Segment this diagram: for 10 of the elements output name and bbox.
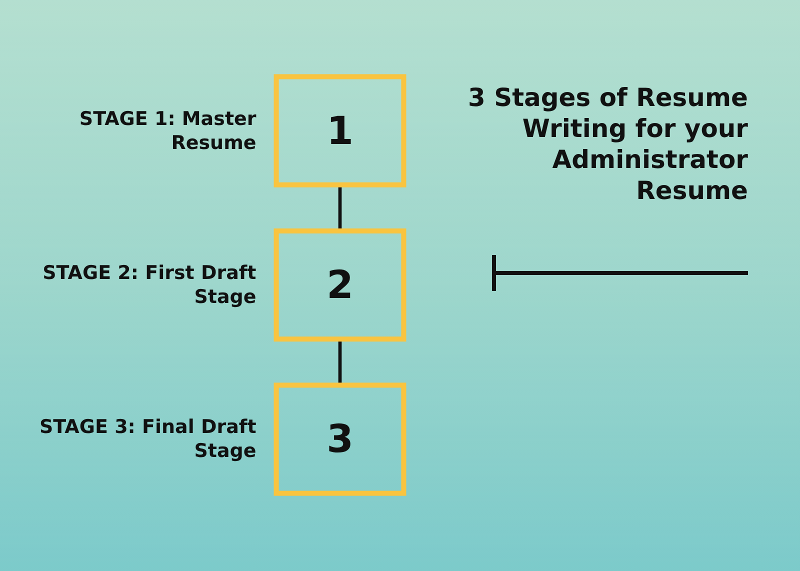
connector [338, 184, 342, 231]
node-box [274, 382, 406, 496]
node-box [274, 74, 406, 188]
title: 3 Stages of Resume Writing for your Administrator Resume [466, 82, 748, 206]
node-box [274, 228, 406, 342]
connector [338, 339, 342, 386]
stage-label: STAGE 1: Master Resume [78, 106, 256, 155]
stage-label: STAGE 3: Final Draft Stage [38, 415, 256, 464]
flowchart: 1 2 3 [260, 70, 420, 500]
stage-label: STAGE 2: First Draft Stage [42, 261, 256, 309]
